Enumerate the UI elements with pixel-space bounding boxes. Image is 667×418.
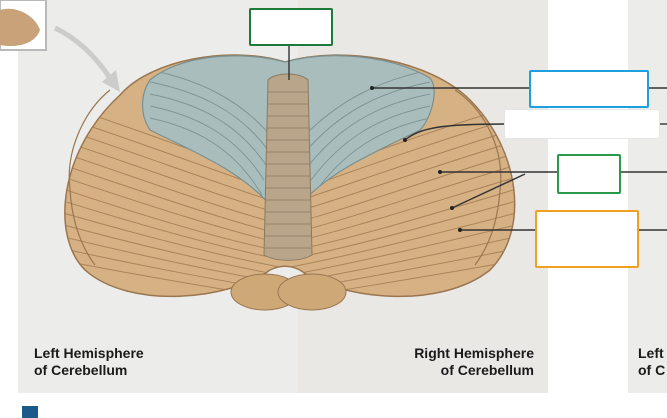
right-hemisphere-label: Right Hemisphere of Cerebellum (372, 345, 534, 379)
left-hemisphere-line1: Left Hemisphere (34, 345, 144, 361)
label-gutter (548, 0, 628, 393)
adjacent-label-line1: Left (638, 345, 664, 361)
posterior-lobe-label-box[interactable] (535, 210, 639, 268)
adjacent-label-line2: of C (638, 362, 666, 378)
leader-lines (288, 42, 667, 231)
vermis-label-box[interactable] (249, 8, 333, 46)
left-hemisphere-line2: of Cerebellum (34, 362, 128, 378)
caption-marker (22, 406, 38, 418)
primary-fissure-label-box[interactable] (505, 110, 659, 138)
adjacent-view-panel (628, 0, 667, 393)
inset-thumbnail-image (0, 8, 40, 47)
pointer-arrow (53, 25, 113, 80)
vermis (263, 73, 313, 261)
left-hemisphere-label: Left Hemisphere of Cerebellum (34, 345, 144, 379)
anterior-lobe-label-box[interactable] (529, 70, 649, 108)
folia-label-box[interactable] (557, 154, 621, 194)
adjacent-hemisphere-label: Left of C (638, 345, 665, 379)
right-hemisphere-line1: Right Hemisphere (414, 345, 534, 361)
right-hemisphere-line2: of Cerebellum (440, 362, 534, 378)
